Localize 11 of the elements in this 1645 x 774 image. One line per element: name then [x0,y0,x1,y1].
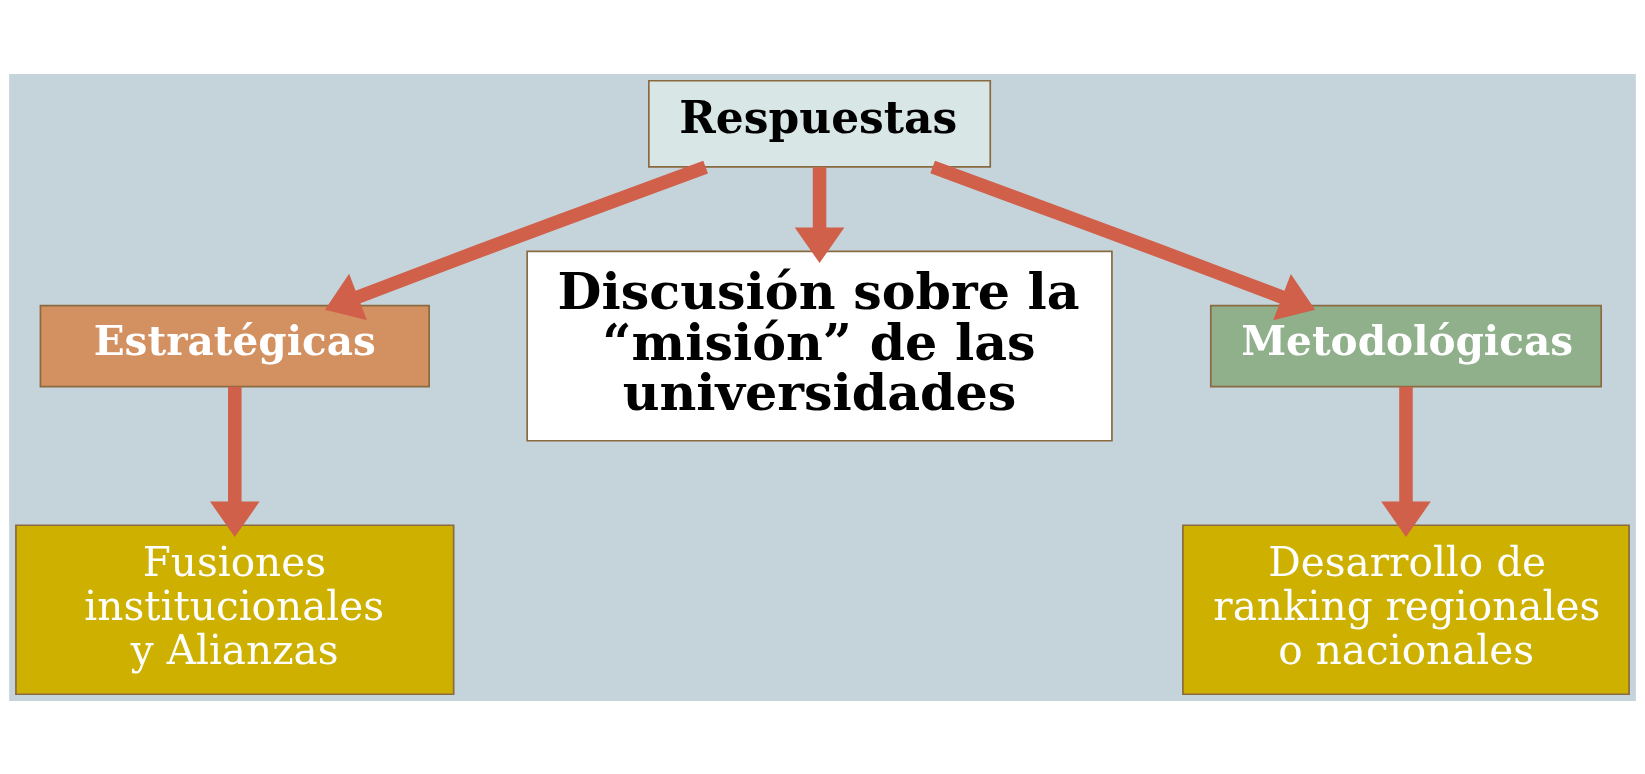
node-box: Desarrollo de ranking regionales o nacionales [1182,523,1630,695]
node-box: Discusión sobre la “misión” de las universidades [526,250,1113,442]
arrow [794,166,845,263]
arrow [324,160,708,320]
node-box: Fusiones institucionales y Alianzas [15,523,455,695]
node-box: Respuestas [648,79,992,168]
arrow [930,160,1316,320]
node-box: Estratégicas [39,304,430,387]
arrow [209,386,260,537]
node-box: Metodológicas [1209,304,1603,387]
arrow [1381,386,1431,537]
